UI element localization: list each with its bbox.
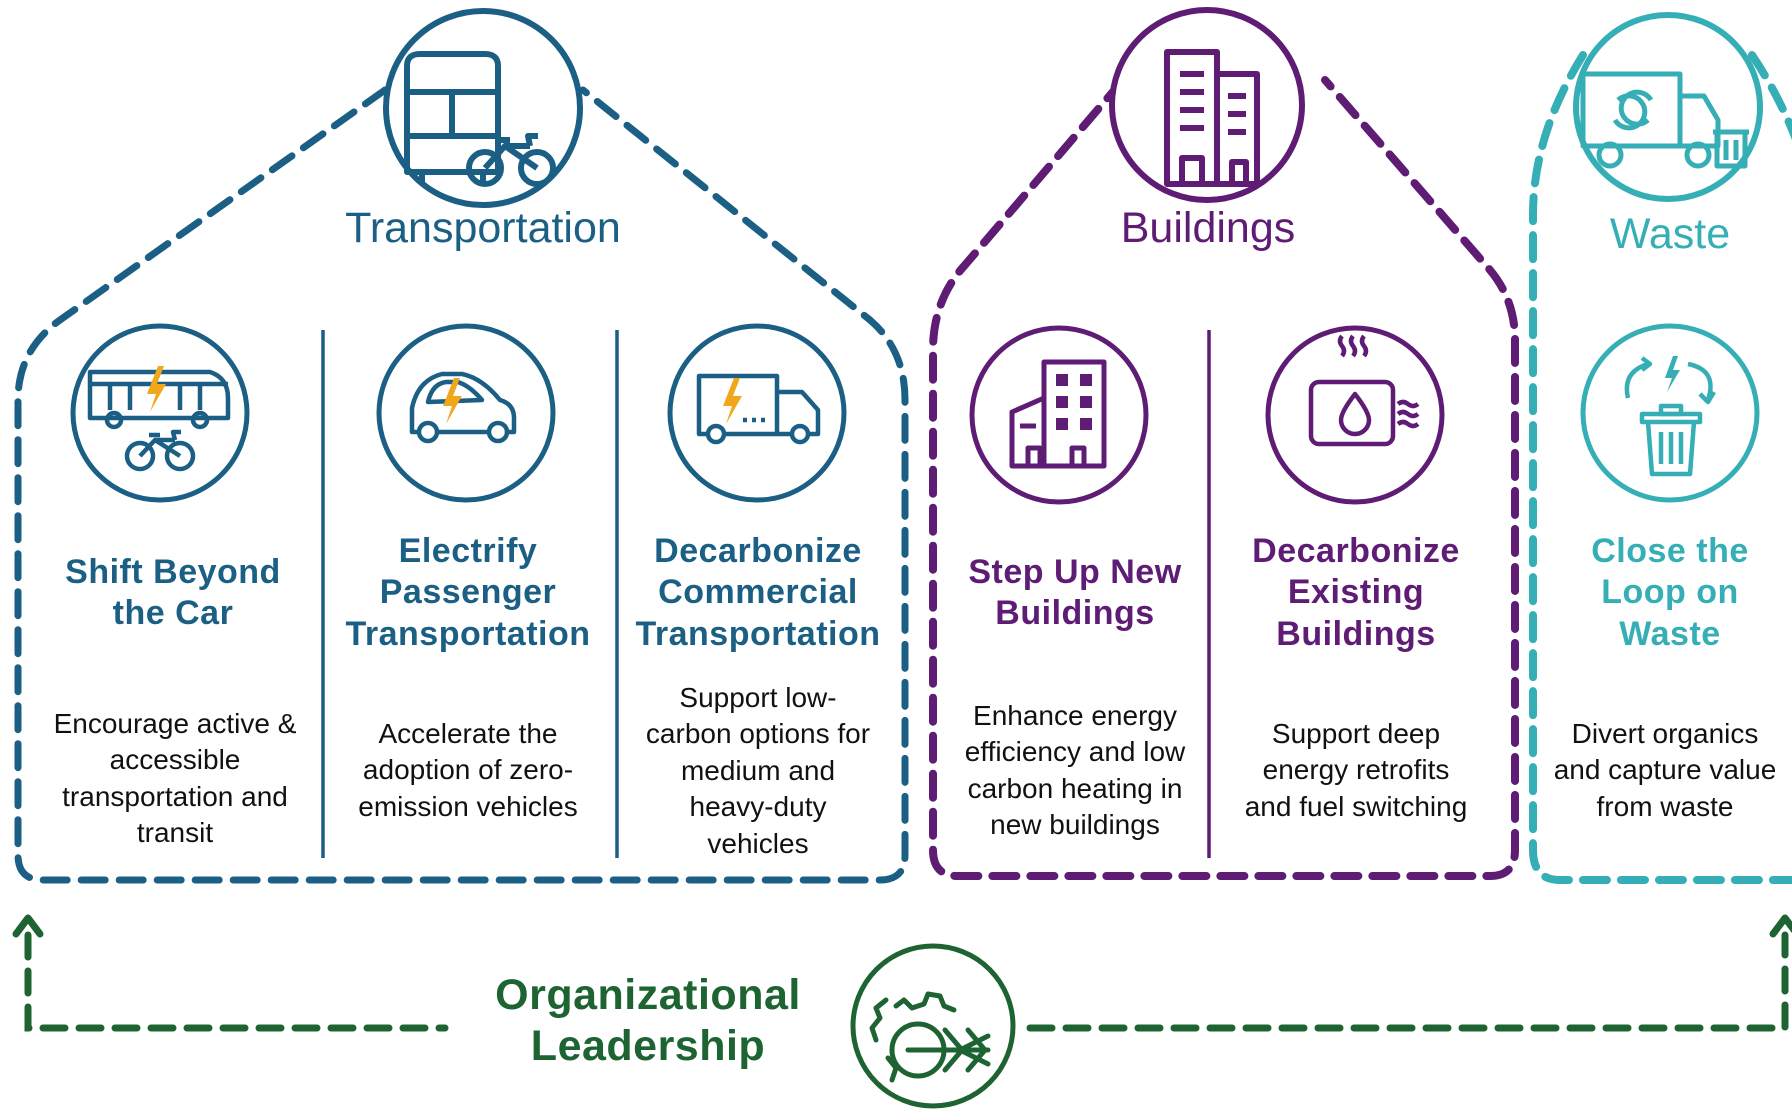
transportation-house-outline <box>14 86 909 884</box>
garbage-truck-icon <box>1573 12 1763 202</box>
gear-arrows-icon <box>850 943 1016 1109</box>
category-waste-label: Waste <box>1609 210 1731 258</box>
recycle-bin-icon <box>1580 323 1760 503</box>
buildings-house-outline <box>929 76 1519 880</box>
category-transportation-label: Transportation <box>345 204 621 252</box>
bus-bicycle-icon <box>70 323 250 503</box>
electric-car-icon <box>376 323 556 503</box>
electric-truck-icon <box>667 323 847 503</box>
new-building-icon <box>969 325 1149 505</box>
waste-house-outline <box>1529 51 1792 884</box>
bus-bike-icon <box>383 8 583 208</box>
transportation-dividers <box>321 330 619 858</box>
leadership-loop-arrow <box>24 931 1789 1032</box>
water-heater-icon <box>1265 325 1445 505</box>
leadership-arrowheads <box>12 914 1792 938</box>
office-buildings-icon <box>1109 7 1305 203</box>
category-buildings-label: Buildings <box>1120 204 1296 252</box>
